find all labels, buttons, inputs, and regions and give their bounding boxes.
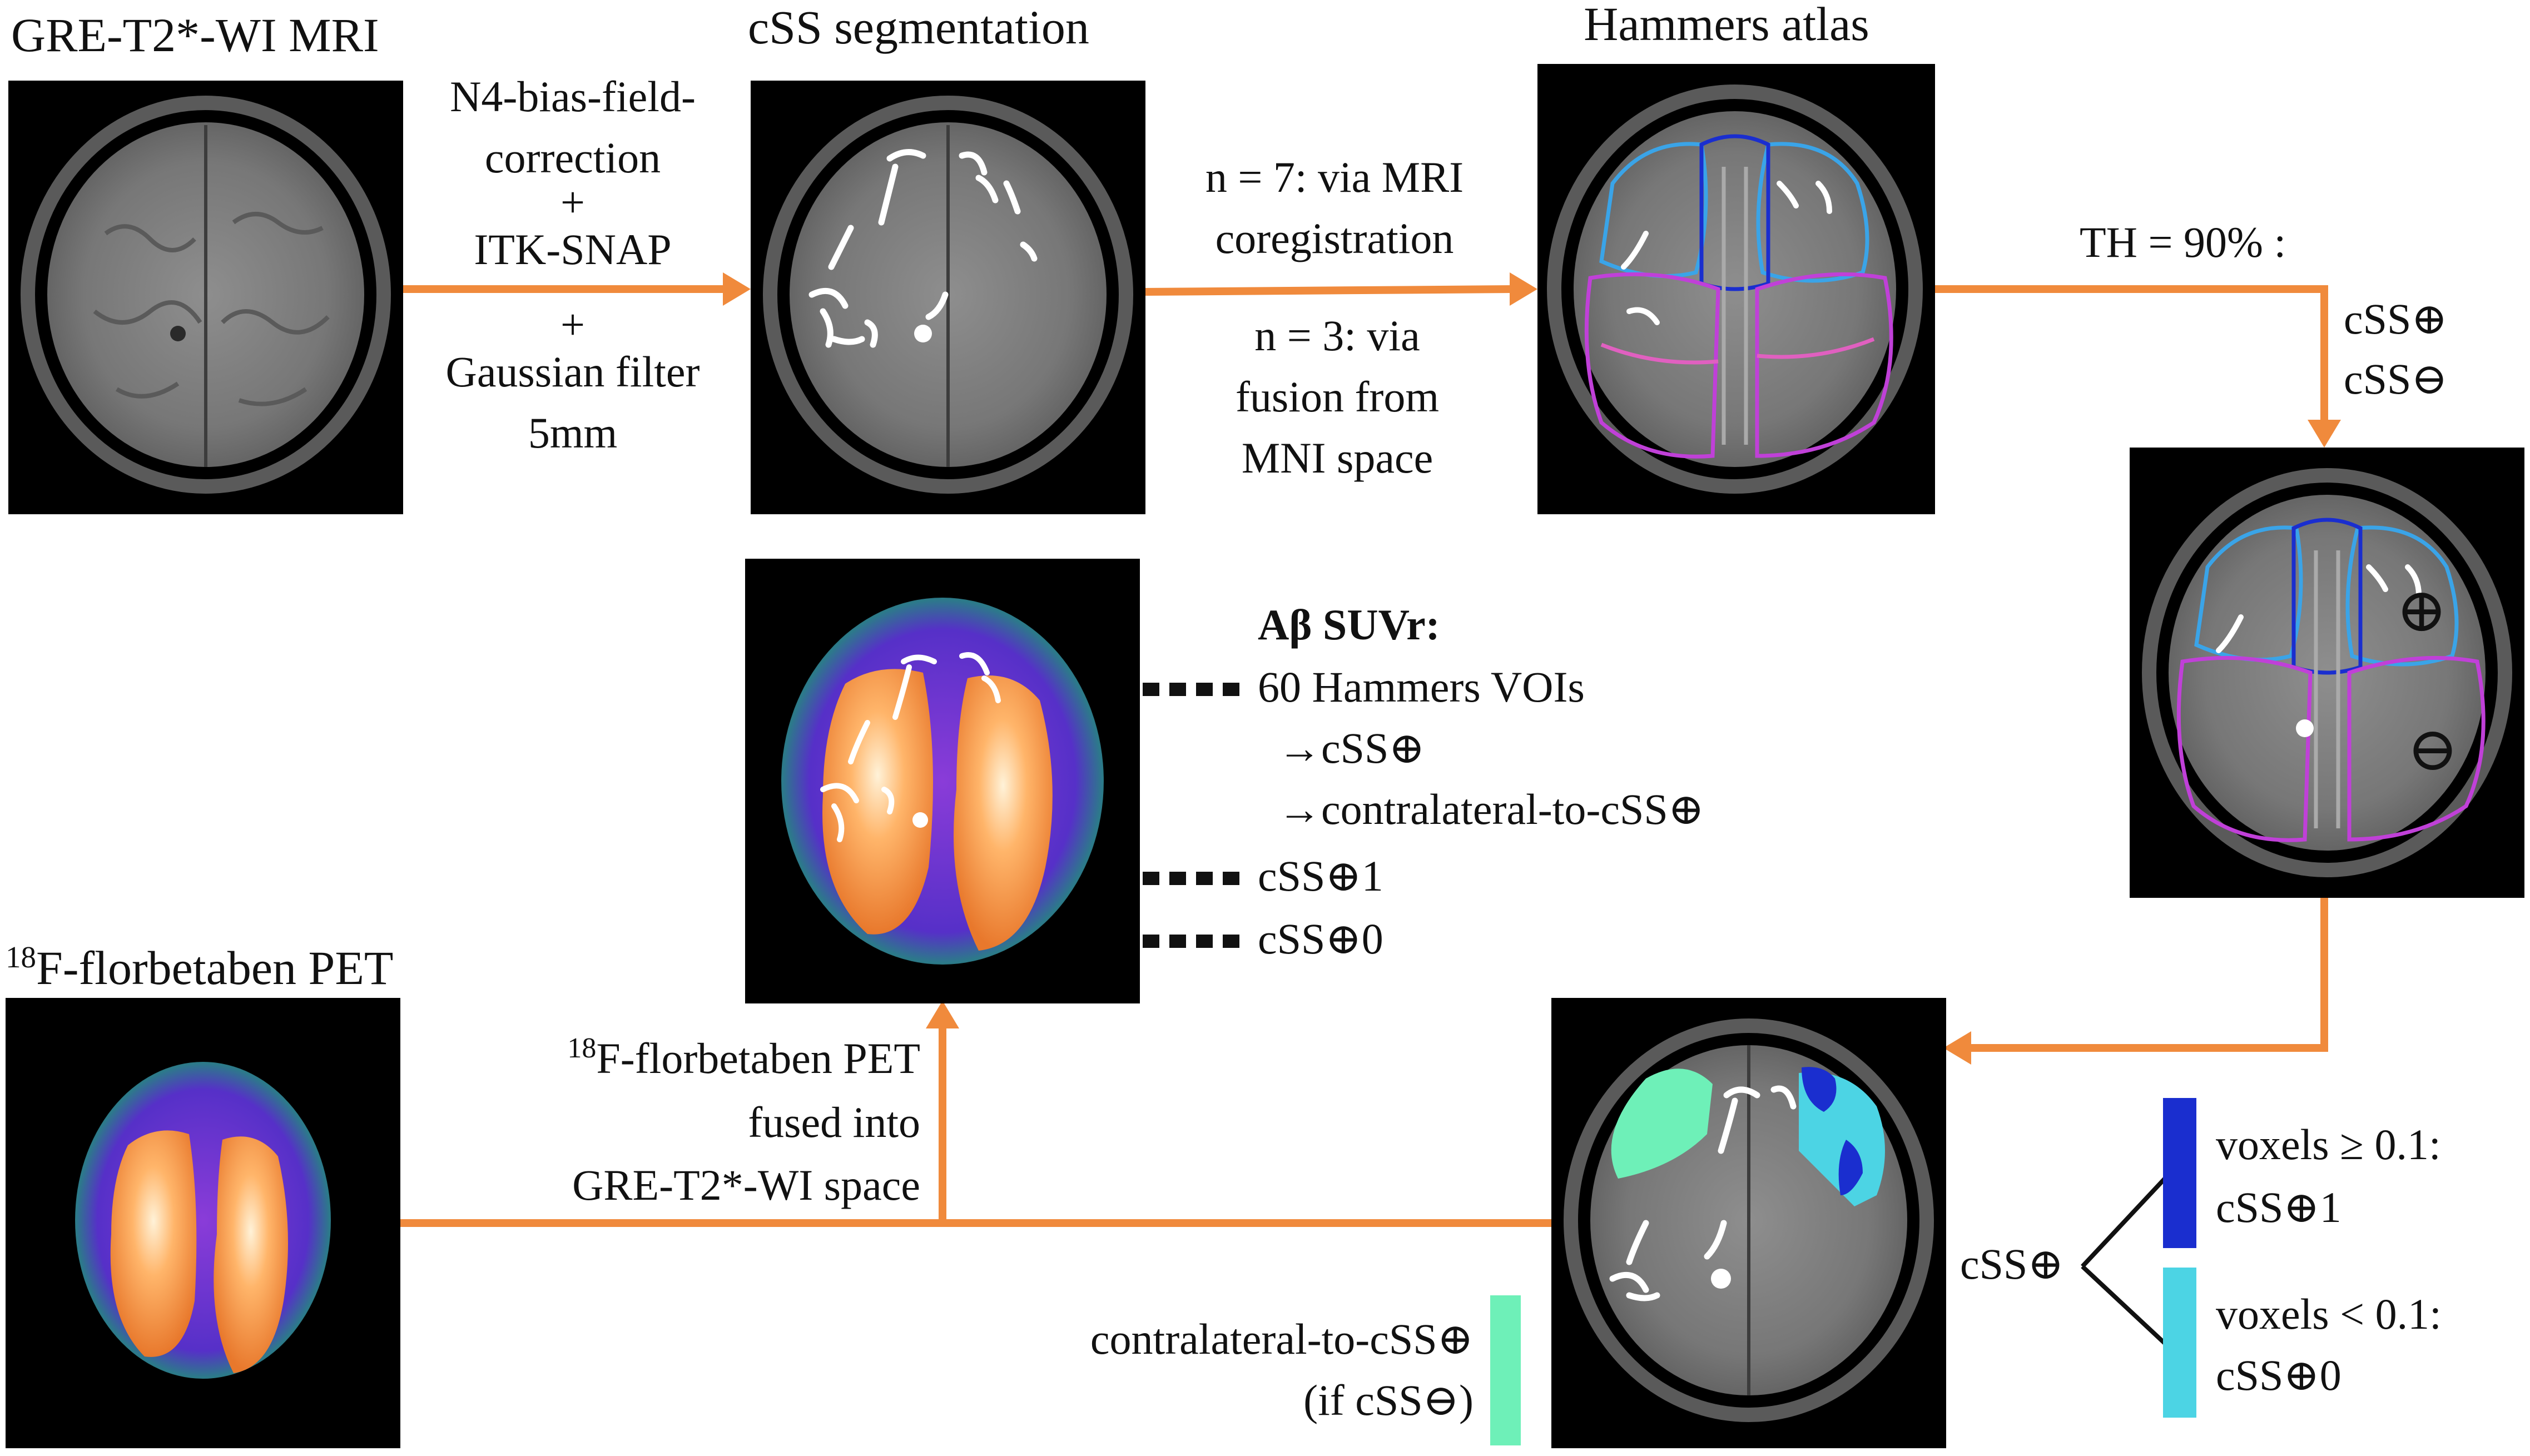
arrow-th-to-voxels [1968, 898, 2328, 1052]
contralateral-region [1611, 1069, 1713, 1179]
pet-title-text: F-florbetaben PET [36, 941, 393, 995]
arrow-seg-to-atlas-head [1510, 272, 1537, 306]
arrow-atlas-to-th [1932, 285, 2328, 428]
segmentation-title: cSS segmentation [748, 1, 1089, 54]
connectors [399, 272, 2341, 1346]
css-positive-0-legend-bar [2163, 1268, 2196, 1418]
pet-title-superscript: 18 [6, 940, 36, 974]
suvr-line3: →contralateral-to-cSS⊕ [1278, 785, 1704, 833]
step2-line3: n = 3: via [1254, 311, 1420, 360]
branch-upper-line [2081, 1176, 2167, 1268]
suvr-legend: Aβ SUVr: 60 Hammers VOIs →cSS⊕ →contrala… [1258, 600, 1704, 963]
arrow-mri-to-seg-head [723, 272, 751, 306]
segmentation-panel [751, 81, 1145, 514]
mri-panel [8, 81, 403, 514]
branch-root: cSS⊕ [1960, 1240, 2064, 1288]
step2-line5: MNI space [1242, 434, 1433, 482]
step1-line2: correction [485, 133, 661, 182]
branch-lower-line [2081, 1265, 2167, 1346]
suvr-line5: cSS⊕0 [1258, 915, 1383, 963]
threshold-panel [2130, 448, 2524, 898]
threshold-label: TH = 90% : [2080, 218, 2286, 266]
step2-line4: fusion from [1236, 372, 1439, 421]
arrow-th-to-voxels-head [1943, 1031, 1971, 1065]
suvr-title: Aβ SUVr: [1258, 600, 1440, 649]
branch-legend: cSS⊕ voxels ≥ 0.1: cSS⊕1 voxels < 0.1: c… [1960, 1120, 2442, 1399]
pet-panel [6, 998, 400, 1448]
atlas-panel [1537, 64, 1935, 514]
fusion-line1-text: F-florbetaben PET [596, 1034, 920, 1082]
suvr-line1: 60 Hammers VOIs [1258, 663, 1585, 711]
arrow-atlas-to-th-head [2308, 420, 2341, 448]
step2-line2: coregistration [1216, 214, 1454, 262]
step1-plus2: + [560, 300, 585, 349]
css-positive-1-legend-bar [2163, 1098, 2196, 1248]
fusion-superscript: 18 [567, 1032, 596, 1064]
branch-lower-line1: voxels < 0.1: [2216, 1290, 2442, 1338]
fusion-line3: GRE-T2*-WI space [572, 1161, 920, 1209]
contralateral-legend: contralateral-to-cSS⊕ (if cSS⊖) [1090, 1315, 1474, 1424]
css-segments [808, 149, 1038, 348]
threshold-steps: TH = 90% : cSS⊕ cSS⊖ [2080, 218, 2448, 403]
suvr-line4: cSS⊕1 [1258, 852, 1383, 900]
threshold-positive: cSS⊕ [2344, 295, 2448, 343]
step1-line4: Gaussian filter [445, 347, 700, 396]
voxel-panel [1551, 998, 1946, 1448]
step1-line3: ITK-SNAP [474, 225, 671, 274]
preprocessing-steps: N4-bias-field- correction + ITK-SNAP + G… [445, 72, 700, 457]
contralateral-line1: contralateral-to-cSS⊕ [1090, 1315, 1474, 1363]
atlas-title: Hammers atlas [1584, 0, 1869, 51]
plus-marker: ⊕ [2396, 577, 2447, 644]
mri-title: GRE-T2*-WI MRI [11, 8, 379, 62]
fusion-steps: 18F-florbetaben PET fused into GRE-T2*-W… [567, 1032, 920, 1209]
fusion-line1: 18F-florbetaben PET [567, 1032, 920, 1082]
contralateral-line2: (if cSS⊖) [1303, 1376, 1474, 1424]
fusion-line2: fused into [748, 1098, 920, 1146]
suvr-pet-panel [745, 559, 1140, 1003]
step1-line5: 5mm [528, 409, 617, 457]
contralateral-legend-bar [1490, 1295, 1521, 1445]
css-positive-core [1802, 1067, 1863, 1195]
step1-plus1: + [560, 178, 585, 226]
pet-title: 18F-florbetaben PET [6, 940, 393, 995]
branch-upper-line2: cSS⊕1 [2216, 1183, 2342, 1231]
minus-marker: ⊖ [2407, 715, 2458, 783]
step2-line1: n = 7: via MRI [1206, 153, 1464, 201]
registration-steps: n = 7: via MRI coregistration n = 3: via… [1206, 153, 1464, 482]
branch-lower-line2: cSS⊕0 [2216, 1351, 2342, 1399]
suvr-line2: →cSS⊕ [1278, 724, 1425, 772]
step1-line1: N4-bias-field- [450, 72, 696, 121]
branch-upper-line1: voxels ≥ 0.1: [2216, 1120, 2441, 1169]
arrow-seg-to-atlas [1142, 285, 1513, 296]
arrow-fusion-to-suvr-head [926, 1001, 959, 1028]
threshold-negative: cSS⊖ [2344, 355, 2448, 403]
